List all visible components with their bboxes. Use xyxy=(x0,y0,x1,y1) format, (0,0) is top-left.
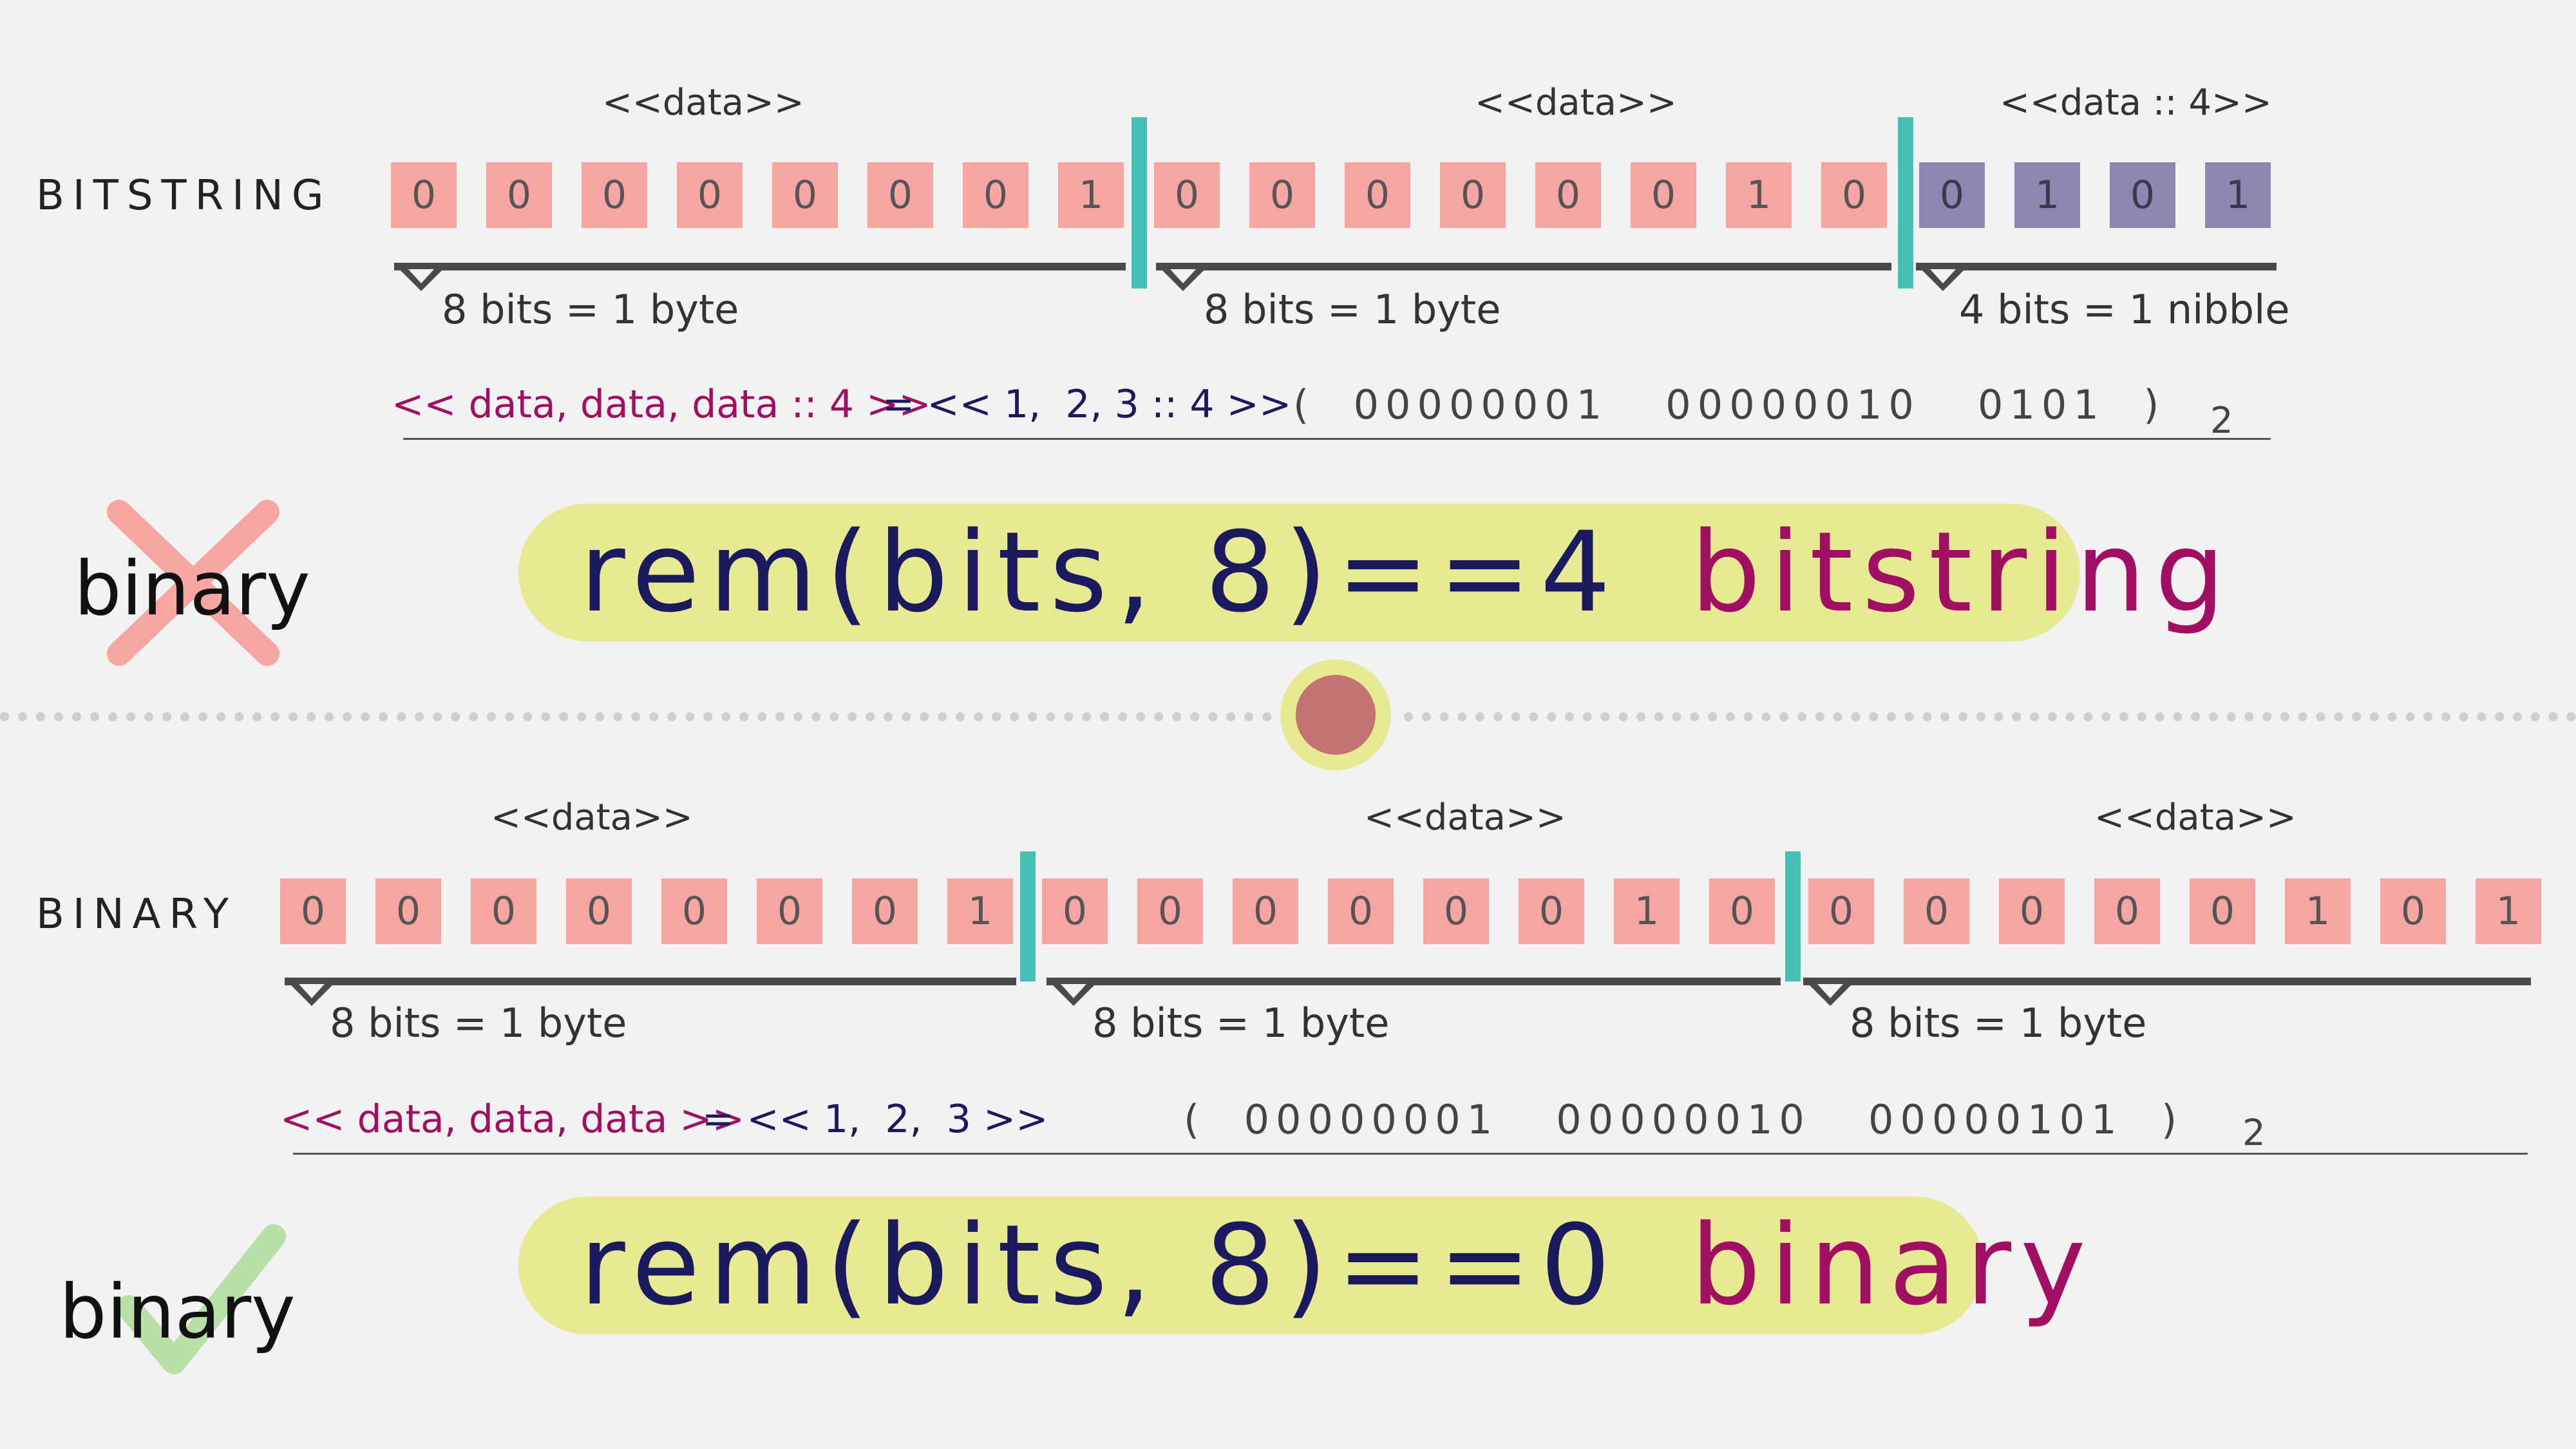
bit-cell: 1 xyxy=(2205,162,2271,228)
binary-bracket-label-2: 8 bits = 1 byte xyxy=(1092,999,1390,1046)
bit-cell: 0 xyxy=(375,878,441,944)
bitstring-rule-code: rem(bits, 8)==4 xyxy=(580,507,1620,637)
bitstring-value-expression: = << 1, 2, 3 :: 4 >> xyxy=(882,382,1292,427)
binary-binary-sequence: ( 00000001 00000010 00000101 ) xyxy=(1184,1096,2184,1143)
bit-cell: 0 xyxy=(1440,162,1506,228)
bracket-pointer-icon xyxy=(1161,269,1205,291)
bit-cell: 0 xyxy=(757,878,822,944)
bit-cell: 0 xyxy=(1709,878,1775,944)
bit-cell: 0 xyxy=(1631,162,1696,228)
bit-cell: 0 xyxy=(1821,162,1887,228)
bitstring-header-2: <<data>> xyxy=(1475,82,1677,124)
bit-cell: 0 xyxy=(677,162,743,228)
bit-cell: 0 xyxy=(867,162,933,228)
binary-rule-code: rem(bits, 8)==0 xyxy=(580,1200,1620,1330)
bitstring-bracket-label-2: 8 bits = 1 byte xyxy=(1204,286,1501,333)
bit-cell: 0 xyxy=(1535,162,1601,228)
binary-rule-pill: rem(bits, 8)==0 binary xyxy=(518,1197,2086,1334)
check-icon xyxy=(117,1224,286,1374)
binary-byte-separator xyxy=(1785,851,1801,981)
bracket-pointer-icon xyxy=(1921,269,1965,291)
bit-cell: 0 xyxy=(1904,878,1969,944)
bitstring-underline xyxy=(403,438,2271,440)
bit-cell: 0 xyxy=(2094,878,2160,944)
cross-icon xyxy=(107,500,279,666)
bit-cell: 0 xyxy=(1345,162,1410,228)
bracket-pointer-icon xyxy=(1052,984,1095,1006)
bit-cell: 0 xyxy=(1999,878,2065,944)
bitstring-byte-bracket xyxy=(1156,263,1891,270)
bitstring-base-subscript: 2 xyxy=(2210,400,2233,442)
bit-cell: 0 xyxy=(963,162,1028,228)
section-divider-left xyxy=(0,712,1272,721)
bit-cell: 0 xyxy=(1233,878,1298,944)
bit-cell: 0 xyxy=(582,162,647,228)
bit-cell: 1 xyxy=(1058,162,1124,228)
binary-byte-bracket xyxy=(1803,978,2531,985)
binary-underline xyxy=(293,1153,2528,1155)
bitstring-bracket-label-3: 4 bits = 1 nibble xyxy=(1959,286,2290,333)
section-divider-right xyxy=(1404,712,2576,721)
binary-rule-word: binary xyxy=(1690,1200,2095,1330)
binary-status-word: binary xyxy=(59,1269,296,1356)
bitstring-bracket-label-1: 8 bits = 1 byte xyxy=(442,286,739,333)
binary-byte-bracket xyxy=(1046,978,1781,985)
bit-cell: 0 xyxy=(661,878,727,944)
binary-header-1: <<data>> xyxy=(491,797,693,838)
bit-cell: 0 xyxy=(391,162,457,228)
bitstring-rule-word: bitstring xyxy=(1690,507,2235,637)
bit-cell: 0 xyxy=(852,878,918,944)
binary-row-label: BINARY xyxy=(36,891,237,938)
binary-byte-separator xyxy=(1020,851,1036,981)
bit-cell: 0 xyxy=(486,162,552,228)
bitstring-status-word: binary xyxy=(74,545,310,632)
bitstring-header-1: <<data>> xyxy=(602,82,804,124)
bit-cell: 1 xyxy=(1614,878,1680,944)
bit-cell: 0 xyxy=(566,878,632,944)
binary-byte-bracket xyxy=(285,978,1016,985)
bit-cell: 0 xyxy=(1328,878,1394,944)
bit-cell: 0 xyxy=(2380,878,2446,944)
bracket-pointer-icon xyxy=(399,269,443,291)
bit-cell: 0 xyxy=(2190,878,2255,944)
bit-cell: 0 xyxy=(1423,878,1489,944)
bitstring-row-label: BITSTRING xyxy=(36,172,332,220)
divider-dot-center xyxy=(1296,675,1376,755)
binary-header-3: <<data>> xyxy=(2094,797,2297,838)
binary-header-2: <<data>> xyxy=(1364,797,1566,838)
bit-cell: 0 xyxy=(1137,878,1203,944)
bracket-pointer-icon xyxy=(290,984,334,1006)
binary-bracket-label-1: 8 bits = 1 byte xyxy=(330,999,627,1046)
bit-cell: 1 xyxy=(2476,878,2541,944)
binary-expression: << data, data, data >> xyxy=(280,1097,744,1142)
binary-bracket-label-3: 8 bits = 1 byte xyxy=(1850,999,2147,1046)
bit-cell: 0 xyxy=(280,878,346,944)
bitstring-header-3: <<data :: 4>> xyxy=(2000,82,2272,124)
bitstring-byte-separator xyxy=(1132,117,1147,289)
bit-cell: 0 xyxy=(1154,162,1220,228)
bracket-pointer-icon xyxy=(1808,984,1852,1006)
bit-cell: 1 xyxy=(1726,162,1792,228)
bitstring-byte-bracket xyxy=(394,263,1126,270)
bitstring-nibble-bracket xyxy=(1916,263,2277,270)
bitstring-rule-pill: rem(bits, 8)==4 bitstring xyxy=(518,504,2225,641)
bit-cell: 0 xyxy=(772,162,838,228)
bit-cell: 0 xyxy=(1042,878,1108,944)
bit-cell: 0 xyxy=(471,878,536,944)
bit-cell: 1 xyxy=(2285,878,2351,944)
binary-base-subscript: 2 xyxy=(2242,1112,2266,1154)
bitstring-expression: << data, data, data :: 4 >> xyxy=(392,382,931,427)
bit-cell: 0 xyxy=(1519,878,1584,944)
bit-cell: 0 xyxy=(1249,162,1315,228)
bit-cell: 0 xyxy=(1919,162,1985,228)
bitstring-binary-sequence: ( 00000001 00000010 0101 ) xyxy=(1293,381,2166,428)
bit-cell: 0 xyxy=(2110,162,2175,228)
bit-cell: 0 xyxy=(1808,878,1874,944)
bit-cell: 1 xyxy=(2014,162,2080,228)
bitstring-byte-separator xyxy=(1898,117,1913,289)
binary-value-expression: = << 1, 2, 3 >> xyxy=(702,1097,1048,1142)
bit-cell: 1 xyxy=(947,878,1013,944)
